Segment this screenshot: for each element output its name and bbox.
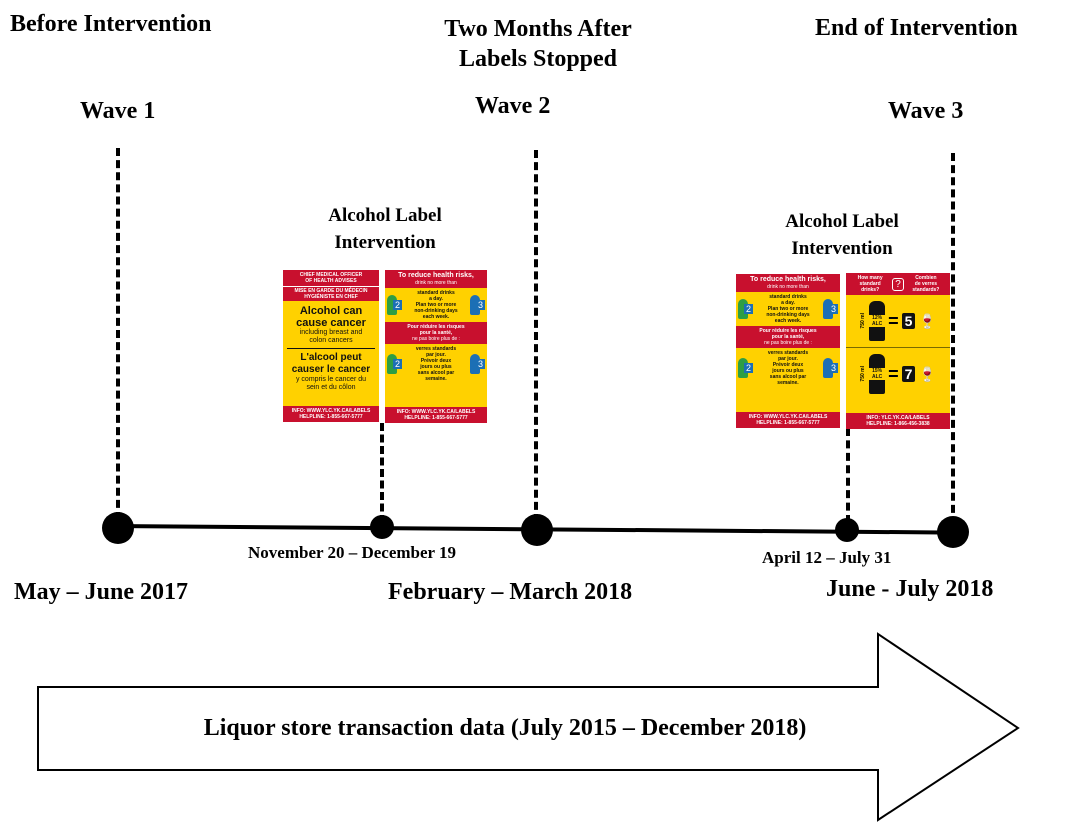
arrow-shape xyxy=(37,632,1020,822)
standard-label-row-1: 750 ml 12% ALC = 5 🍷 xyxy=(846,295,950,348)
person-figure-icon xyxy=(469,354,480,374)
intervention2-title: Alcohol Label Intervention xyxy=(785,211,899,259)
equals-icon: = xyxy=(888,310,899,331)
limits-label-footer: INFO: WWW.YLC.YK.CA/LABELS HELPLINE: 1-8… xyxy=(736,412,840,428)
standard-label-footer: INFO: YLC.YK.CA/LABELS HELPLINE: 1-866-4… xyxy=(846,413,950,429)
row2-count: 7 xyxy=(901,366,916,382)
wave2-timeline-dot xyxy=(521,514,553,546)
standard-label-header: How many standard drinks? ? Combien de v… xyxy=(846,273,950,295)
row2-volume: 750 ml xyxy=(860,366,867,382)
limits-num-a: 2 xyxy=(744,304,754,314)
standard-label-q-fr: Combien de verres standards? xyxy=(912,275,940,293)
wave3-title: Wave 3 xyxy=(888,98,964,124)
limits-num-b: 3 xyxy=(828,304,838,314)
wave1-title: Wave 1 xyxy=(80,98,156,124)
drinking-limits-label-image-1: To reduce health risks, drink no more th… xyxy=(385,270,487,423)
person-figure-icon xyxy=(822,358,833,378)
limits-num-b: 3 xyxy=(475,359,485,369)
limits-label-fr-row: 2 verres standards par jour. Prévoir deu… xyxy=(385,344,487,384)
cancer-label-fr-sub: y compris le cancer du sein et du côlon xyxy=(283,376,379,392)
limits-label-top: To reduce health risks, xyxy=(736,274,840,284)
row2-alc: 15% ALC xyxy=(869,368,886,380)
limits-label-top: To reduce health risks, xyxy=(385,270,487,280)
limits-label-fr-text: verres standards par jour. Prévoir deux … xyxy=(753,350,823,386)
standard-drinks-label-image: How many standard drinks? ? Combien de v… xyxy=(846,273,950,429)
limits-label-top-sub: drink no more than xyxy=(385,280,487,288)
cancer-label-en-heading: Alcohol can cause cancer xyxy=(283,305,379,329)
wine-glass-icon: 🍷 xyxy=(918,312,936,329)
limits-label-en-text: standard drinks a day. Plan two or more … xyxy=(753,294,823,324)
cancer-label-en-sub: including breast and colon cancers xyxy=(283,329,379,345)
limits-label-top-sub: drink no more than xyxy=(736,284,840,292)
standard-label-q-en: How many standard drinks? xyxy=(857,275,883,293)
wave3-phase-title: End of Intervention xyxy=(815,15,1018,41)
limits-num-a: 2 xyxy=(744,363,754,373)
wave3-dates: June - July 2018 xyxy=(826,576,994,602)
person-figure-icon xyxy=(387,295,397,315)
person-figure-icon xyxy=(738,358,748,378)
limits-num-b: 3 xyxy=(475,300,485,310)
limits-label-en-row: 2 standard drinks a day. Plan two or mor… xyxy=(736,292,840,326)
limits-label-en-row: 2 standard drinks a day. Plan two or mor… xyxy=(385,288,487,322)
limits-num-b: 3 xyxy=(828,363,838,373)
limits-label-fr-top: Pour réduire les risques pour la santé, xyxy=(385,322,487,336)
intervention1-dashed-line xyxy=(380,423,384,523)
row1-volume: 750 ml xyxy=(860,313,867,329)
wave1-timeline-dot xyxy=(102,512,134,544)
cancer-label-band-top-fr: MISE EN GARDE DU MÉDECIN HYGIÉNISTE EN C… xyxy=(283,286,379,301)
intervention2-timeline-dot xyxy=(835,518,859,542)
row1-count: 5 xyxy=(901,313,916,329)
row1-alc: 12% ALC xyxy=(869,315,886,327)
cancer-warning-label-image: CHIEF MEDICAL OFFICER OF HEALTH ADVISES … xyxy=(283,270,379,422)
wine-glass-icon: 🍷 xyxy=(918,365,936,382)
wave2-phase-title: Two Months After Labels Stopped xyxy=(444,16,632,72)
person-figure-icon xyxy=(387,354,397,374)
wine-bottle-icon: 12% ALC xyxy=(869,301,886,341)
limits-label-fr-sub: ne pas boire plus de : xyxy=(385,336,487,344)
intervention2-dates: April 12 – July 31 xyxy=(762,548,892,567)
cancer-label-divider xyxy=(287,348,375,349)
wave3-timeline-dot xyxy=(937,516,969,548)
wave1-phase-title: Before Intervention xyxy=(10,11,212,37)
limits-label-fr-text: verres standards par jour. Prévoir deux … xyxy=(402,346,470,382)
transaction-data-label: Liquor store transaction data (July 2015… xyxy=(203,715,807,741)
intervention1-dates: November 20 – December 19 xyxy=(248,543,457,562)
person-figure-icon xyxy=(738,299,748,319)
person-figure-icon xyxy=(822,299,833,319)
wave1-dashed-line xyxy=(116,148,120,520)
limits-label-fr-top: Pour réduire les risques pour la santé, xyxy=(736,326,840,340)
wave1-dates: May – June 2017 xyxy=(14,579,188,605)
limits-num-a: 2 xyxy=(393,300,403,310)
question-bottle-icon: ? xyxy=(892,277,904,291)
intervention1-title: Alcohol Label Intervention xyxy=(328,205,442,253)
cancer-label-footer: INFO: WWW.YLC.YK.CA/LABELS HELPLINE: 1-8… xyxy=(283,406,379,422)
limits-label-fr-sub: ne pas boire plus de : xyxy=(736,340,840,348)
wine-bottle-icon: 15% ALC xyxy=(869,354,886,394)
wave2-dates: February – March 2018 xyxy=(388,579,633,605)
wave2-title: Wave 2 xyxy=(475,93,551,119)
standard-label-row-2: 750 ml 15% ALC = 7 🍷 xyxy=(846,348,950,400)
limits-label-footer: INFO: WWW.YLC.YK.CA/LABELS HELPLINE: 1-8… xyxy=(385,407,487,423)
limits-label-en-text: standard drinks a day. Plan two or more … xyxy=(402,290,470,320)
transaction-data-arrow xyxy=(37,632,1020,822)
intervention1-timeline-dot xyxy=(370,515,394,539)
limits-num-a: 2 xyxy=(393,359,403,369)
limits-label-fr-row: 2 verres standards par jour. Prévoir deu… xyxy=(736,348,840,388)
wave3-dashed-line xyxy=(951,153,955,525)
person-figure-icon xyxy=(469,295,480,315)
intervention2-dashed-line xyxy=(846,428,850,523)
cancer-label-fr-heading: L'alcool peut causer le cancer xyxy=(283,352,379,376)
wave2-dashed-line xyxy=(534,150,538,522)
cancer-label-band-top: CHIEF MEDICAL OFFICER OF HEALTH ADVISES xyxy=(283,270,379,286)
equals-icon: = xyxy=(888,363,899,384)
drinking-limits-label-image-2: To reduce health risks, drink no more th… xyxy=(736,274,840,428)
